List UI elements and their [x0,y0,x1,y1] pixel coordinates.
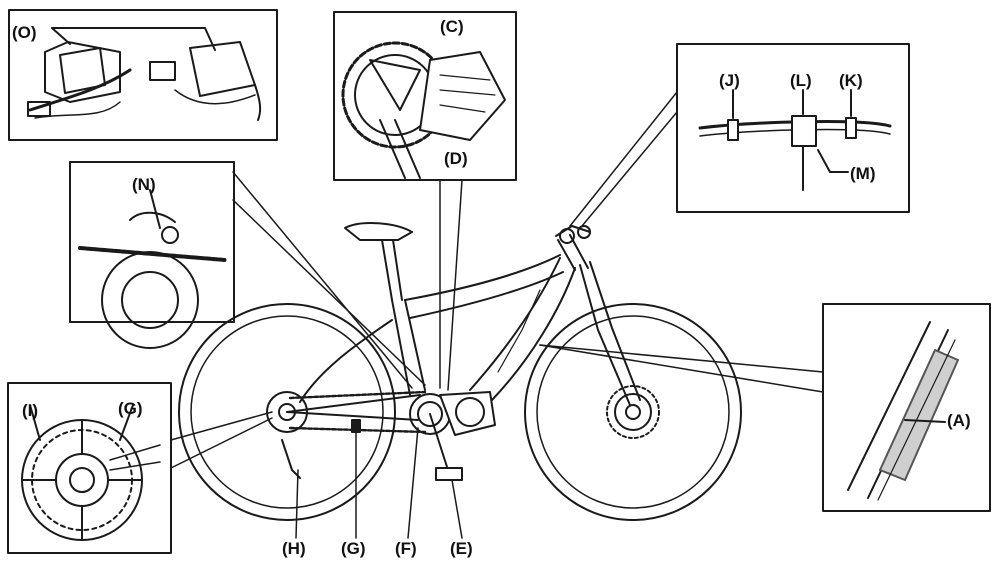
label-h: (H) [282,539,306,558]
label-n: (N) [132,175,156,194]
label-m: (M) [850,164,876,183]
handlebar-inset-icon [676,43,910,213]
label-e: (E) [450,539,473,558]
charger-inset-icon [8,9,278,141]
label-o: (O) [12,23,37,42]
chain-sensor-inset-icon [69,161,235,349]
label-l: (L) [790,71,812,90]
callout-lines [170,91,824,539]
label-g-inset: (G) [118,399,143,418]
label-d: (D) [444,149,468,168]
label-a: (A) [947,411,971,430]
battery-inset-icon [822,303,991,512]
label-j: (J) [719,71,740,90]
label-c: (C) [440,17,464,36]
label-g-bottom: (G) [341,539,366,558]
label-f: (F) [395,539,417,558]
drive-unit-inset-icon [333,11,517,181]
label-k: (K) [839,71,863,90]
bike-icon [178,222,742,521]
label-i: (I) [22,401,39,420]
